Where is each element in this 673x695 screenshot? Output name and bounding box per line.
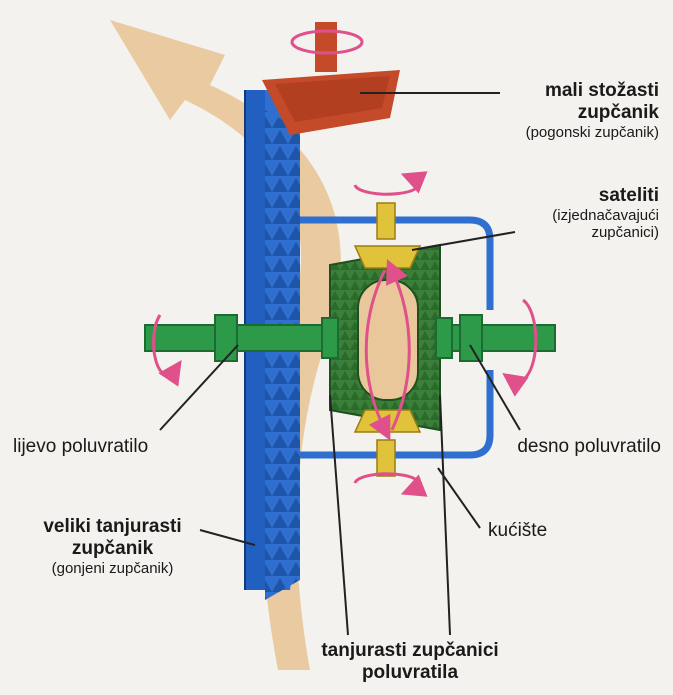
satellites-label-sub2: zupčanici) [552,224,659,241]
side-gears-label-line2: poluvratila [290,662,530,684]
ring-gear-label-sub: (gonjeni zupčanik) [20,560,205,577]
right-half-shaft-label: desno poluvratilo [517,436,661,458]
satellites-label-sub1: (izjednačavajući [552,207,659,224]
side-gears [322,245,452,430]
pinion-label-line1: mali stožasti [526,80,659,102]
satellites-label-line1: sateliti [552,185,659,207]
pinion-label-line2: zupčanik [526,102,659,124]
ring-gear-label-line1: veliki tanjurasti [20,516,205,538]
ring-gear-label-line2: zupčanik [20,538,205,560]
ring-gear-label: veliki tanjurasti zupčanik (gonjeni zupč… [20,516,205,577]
satellites-label: sateliti (izjednačavajući zupčanici) [552,185,659,241]
pinion-label: mali stožasti zupčanik (pogonski zupčani… [526,80,659,141]
side-gears-label: tanjurasti zupčanici poluvratila [290,640,530,684]
pinion-label-sub: (pogonski zupčanik) [526,124,659,141]
side-gears-label-line1: tanjurasti zupčanici [290,640,530,662]
left-half-shaft-label: lijevo poluvratilo [13,436,148,458]
housing-label: kućište [488,520,547,542]
drive-pinion [262,22,400,135]
